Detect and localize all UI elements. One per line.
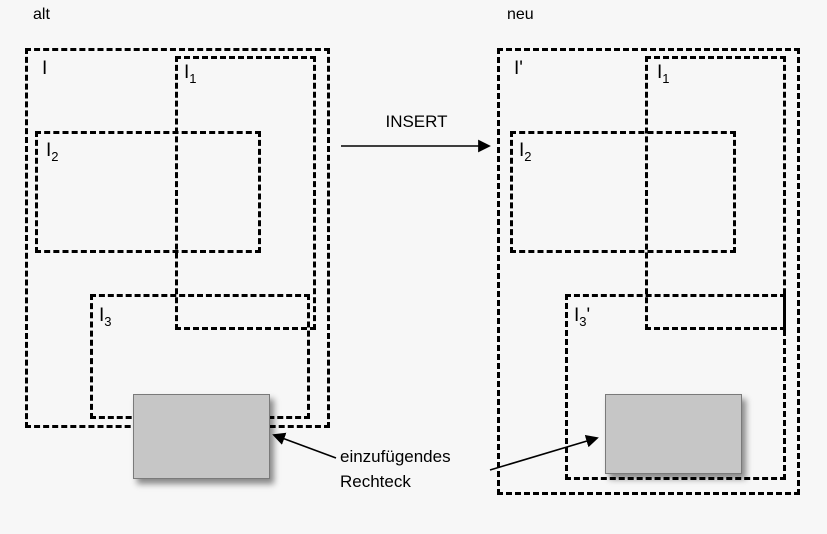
label-base: I <box>514 58 520 79</box>
rect-label-I1-neu: I1 <box>657 62 670 86</box>
annotation-line2: Rechteck <box>340 472 411 491</box>
label-base: I <box>46 140 52 161</box>
panel-title-alt: alt <box>33 6 50 23</box>
rect-I2-alt <box>35 131 261 253</box>
label-base: I <box>574 305 580 326</box>
insert-rectangle-alt <box>133 394 270 479</box>
rect-I-prime-neu <box>497 48 800 495</box>
annotation-arrow-left <box>272 432 337 459</box>
label-prime: ' <box>519 58 523 79</box>
rect-I2-neu <box>510 131 736 253</box>
rect-I1-alt <box>175 56 316 330</box>
label-sub: 1 <box>662 71 670 86</box>
panel-title-neu: neu <box>507 6 534 23</box>
label-sub: 2 <box>524 149 532 164</box>
label-base: I <box>42 58 48 79</box>
label-base: I <box>519 140 525 161</box>
rect-label-I1-alt: I1 <box>184 62 197 86</box>
rect-label-I3-alt: I3 <box>99 305 112 329</box>
label-base: I <box>657 62 663 83</box>
rect-label-I-alt: I <box>42 58 47 82</box>
label-sub: 3 <box>104 314 112 329</box>
label-sub: 1 <box>189 71 197 86</box>
label-base: I <box>99 305 105 326</box>
insert-arrow-label: INSERT <box>385 112 448 131</box>
rect-I1-neu <box>645 56 786 330</box>
annotation-text: einzufügendes Rechteck <box>340 444 451 494</box>
label-sub: 2 <box>51 149 59 164</box>
insert-rectangle-neu <box>605 394 742 474</box>
label-sub: 3 <box>579 314 587 329</box>
rect-label-I2-alt: I2 <box>46 140 59 164</box>
rect-label-I2-neu: I2 <box>519 140 532 164</box>
label-base: I <box>184 62 190 83</box>
label-prime: ' <box>586 305 591 326</box>
rect-label-I-prime-neu: I' <box>514 58 523 82</box>
rect-I3-prime-neu <box>565 294 786 480</box>
annotation-line1: einzufügendes <box>340 447 451 466</box>
rect-label-I3-prime-neu: I3' <box>574 305 590 329</box>
